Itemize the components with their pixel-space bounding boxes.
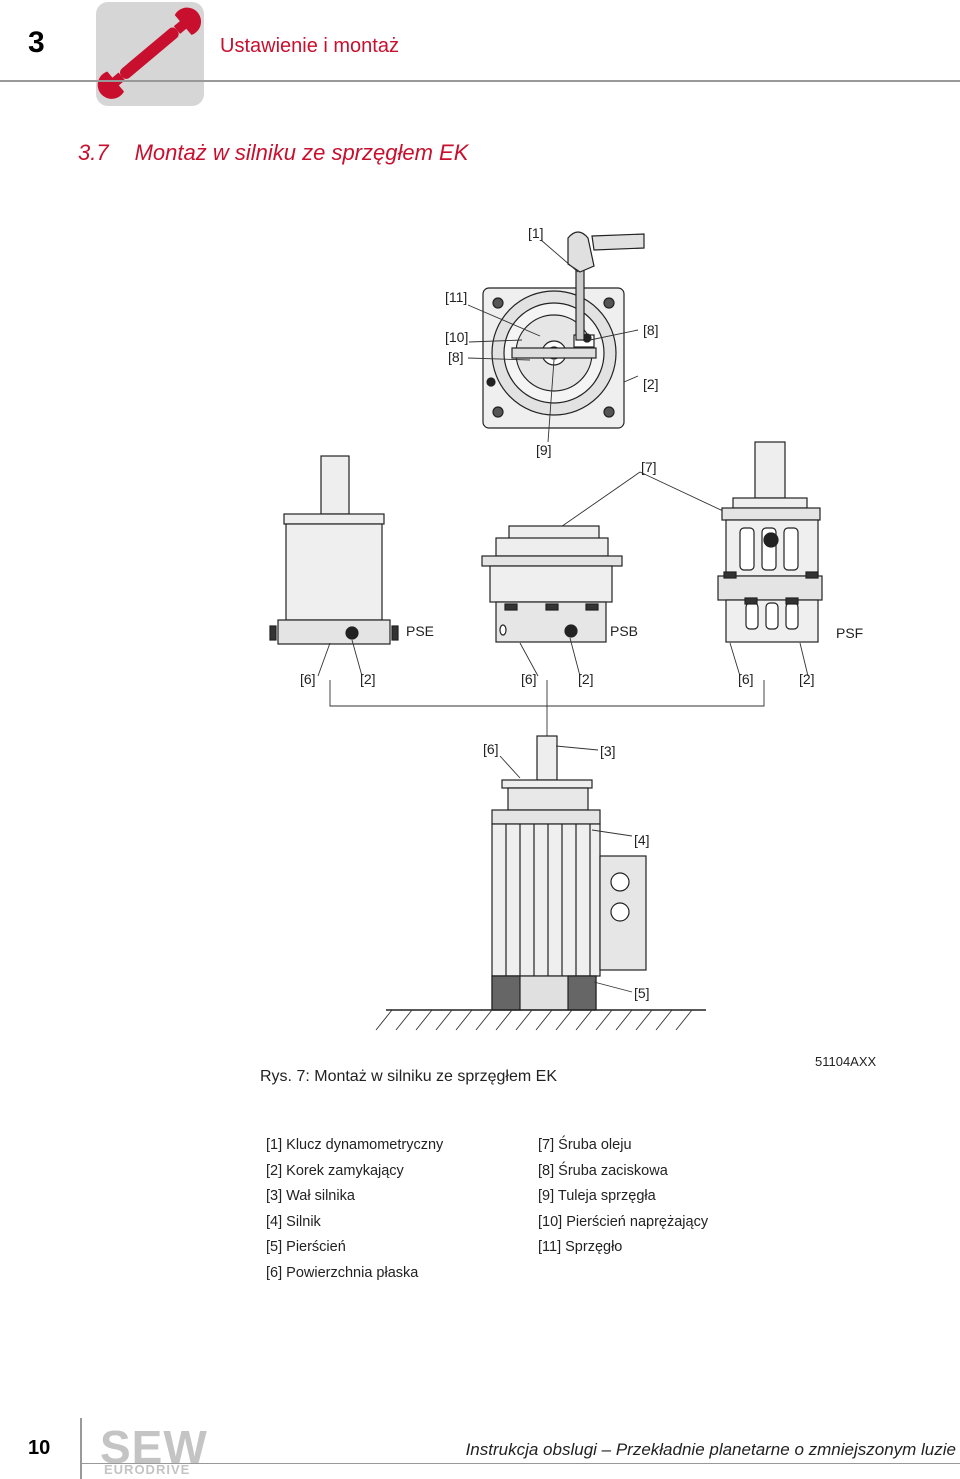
gearbox-pse: [269, 455, 399, 645]
label-7: [7]: [641, 459, 657, 475]
legend-item: [4] Silnik: [266, 1213, 321, 1230]
label-8-right: [8]: [643, 322, 659, 338]
ground-hatching: [375, 1009, 693, 1031]
chapter-number: 3: [28, 26, 45, 59]
label-9: [9]: [536, 442, 552, 458]
label-4: [4]: [634, 832, 650, 848]
legend-item: [2] Korek zamykający: [266, 1162, 404, 1179]
label-8-left: [8]: [448, 349, 464, 365]
label-3: [3]: [600, 743, 616, 759]
legend-item: [9] Tuleja sprzęgła: [538, 1188, 656, 1205]
legend-item: [6] Powierzchnia płaska: [266, 1264, 419, 1281]
label-1: [1]: [528, 225, 544, 241]
footer-rule: [80, 1463, 960, 1464]
label-5: [5]: [634, 985, 650, 1001]
chapter-title: Ustawienie i montaż: [220, 35, 399, 57]
section-title-text: Montaż w silniku ze sprzęgłem EK: [134, 140, 469, 165]
label-psf: PSF: [836, 625, 863, 641]
page-number: 10: [28, 1437, 51, 1459]
wrench-icon: [97, 7, 202, 99]
label-2-psf: [2]: [799, 671, 815, 687]
mounting-drawing: [1] [11] [10] [8] [8] [2] [9] [7] PSE PS…: [269, 225, 863, 1031]
label-6-pse: [6]: [300, 671, 316, 687]
logo-subtext: EURODRIVE: [104, 1462, 191, 1477]
label-6-psb: [6]: [521, 671, 537, 687]
logo-text: SEW: [100, 1421, 208, 1473]
legend-item: [3] Wał silnika: [266, 1188, 355, 1205]
chapter-icon-tile: [96, 2, 204, 106]
footer-divider: [80, 1418, 82, 1479]
legend-item: [10] Pierścień napręż­ający: [538, 1213, 709, 1230]
legend-item: [7] Śruba oleju: [538, 1137, 632, 1153]
top-view-coupling: [482, 231, 645, 429]
label-2-pse: [2]: [360, 671, 376, 687]
figure-caption: Rys. 7: Montaż w silniku ze sprzęgłem EK: [260, 1068, 557, 1085]
legend-item: [11] Sprzęgło: [538, 1239, 623, 1256]
gearbox-psf: [717, 441, 823, 643]
section-title: 3.7 Montaż w silniku ze sprzęgłem EK: [78, 140, 468, 166]
gearbox-psb: [481, 525, 623, 643]
motor-assembly: [386, 735, 706, 1011]
label-pse: PSE: [406, 623, 434, 639]
legend-item: [8] Śruba zaciskowa: [538, 1162, 668, 1179]
header-divider: [0, 80, 960, 82]
legend-item: [5] Pierścień: [266, 1239, 346, 1256]
label-11: [11]: [445, 289, 467, 305]
label-10: [10]: [445, 329, 468, 345]
document-title: Instrukcja obslugi – Przekładnie planeta…: [465, 1440, 956, 1459]
legend-column-1: [1] Klucz dynamometryczny [2] Korek zamy…: [266, 1135, 443, 1289]
label-psb: PSB: [610, 623, 638, 639]
label-2-psb: [2]: [578, 671, 594, 687]
legend-item: [1] Klucz dynamometryczny: [266, 1137, 444, 1153]
figure-code: 51104AXX: [815, 1054, 877, 1069]
legend-column-2: [7] Śruba oleju [8] Śruba zaciskowa [9] …: [538, 1135, 708, 1263]
section-number: 3.7: [78, 140, 109, 165]
label-6-psf: [6]: [738, 671, 754, 687]
label-2-top: [2]: [643, 376, 659, 392]
label-6-motor: [6]: [483, 741, 499, 757]
sew-eurodrive-logo: SEW EURODRIVE: [100, 1421, 210, 1478]
